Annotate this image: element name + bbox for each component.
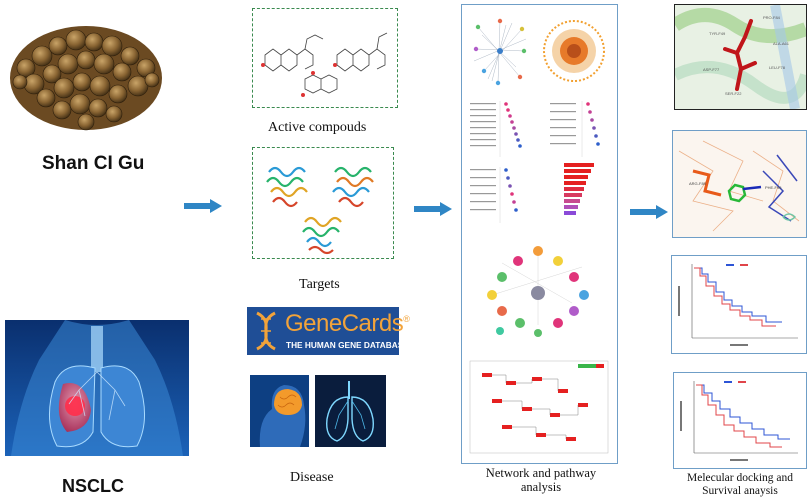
herb-image: [6, 8, 166, 138]
svg-text:ALA-A61: ALA-A61: [773, 41, 790, 46]
svg-text:LEU-F78: LEU-F78: [769, 65, 786, 70]
targets-label: Targets: [299, 277, 340, 292]
compound-structures: [261, 32, 388, 97]
docking-panel-1: PRO-F84 ALA-A61 TYR-F49 LEU-F78 ASP-F77 …: [674, 4, 807, 110]
survival-curve-panel-2: [673, 372, 807, 469]
docking-panel-2: ARG-F89 PHE-F96: [672, 130, 807, 238]
dna-icon: [251, 311, 281, 351]
protein-structures: [266, 166, 374, 255]
targets-panel: [252, 147, 394, 259]
svg-text:TYR-F49: TYR-F49: [709, 31, 726, 36]
network-pathway-figures: [469, 18, 609, 454]
herb-name: Shan CI Gu: [42, 153, 145, 174]
svg-text:SER-F22: SER-F22: [725, 91, 742, 96]
survival-curve-1: [672, 256, 806, 353]
disease-name: NSCLC: [62, 476, 124, 496]
compounds-panel: [252, 8, 398, 108]
genecards-subtitle: THE HUMAN GENE DATABASE: [286, 340, 409, 350]
survival-curve-2: [674, 373, 806, 468]
survival-curve-panel-1: [671, 255, 807, 354]
disease-label: Disease: [290, 470, 334, 485]
flow-arrow-2: [414, 201, 454, 217]
docking-label: Melecular docking and Survival anaysis: [686, 472, 793, 497]
genecards-title: GeneCards®: [285, 310, 410, 337]
network-label: Network and pathway analysis: [485, 466, 597, 494]
svg-text:PRO-F84: PRO-F84: [763, 15, 781, 20]
lung-scan-image: [315, 375, 386, 447]
flow-arrow-1: [184, 198, 224, 214]
svg-text:ARG-F89: ARG-F89: [689, 181, 707, 186]
genecards-logo: GeneCards® THE HUMAN GENE DATABASE: [247, 307, 410, 355]
network-panel: [461, 4, 618, 464]
compounds-label: Active compouds: [268, 120, 367, 135]
svg-text:PHE-F96: PHE-F96: [765, 185, 782, 190]
lung-image: [5, 320, 189, 456]
svg-text:ASP-F77: ASP-F77: [703, 67, 720, 72]
brain-image: [250, 375, 309, 447]
flow-arrow-3: [630, 204, 670, 220]
